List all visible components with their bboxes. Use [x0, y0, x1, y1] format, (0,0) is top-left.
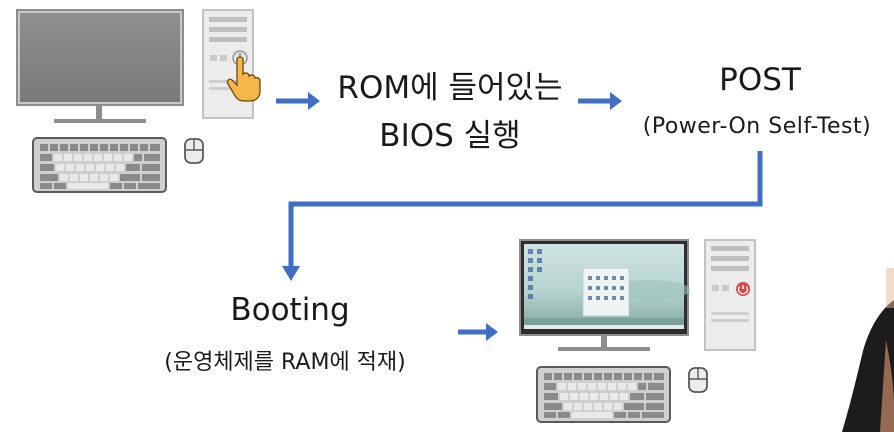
post-title: POST [719, 62, 801, 98]
arrow-to-booted-pc [458, 323, 498, 341]
monitor-off-icon [16, 9, 184, 123]
arrow-to-post [578, 92, 622, 110]
post-subtitle: (Power-On Self-Test) [642, 114, 872, 139]
hand-pointer-icon [226, 56, 261, 102]
rom-bios-line1: ROM에 들어있는 [337, 70, 563, 106]
pc-tower-icon [202, 9, 254, 119]
pc-tower-on-icon [704, 239, 756, 351]
arrow-post-to-booting [282, 151, 763, 281]
arrow-to-bios [276, 92, 320, 110]
booting-subtitle: (운영체제를 RAM에 적재) [164, 350, 406, 375]
monitor-on-icon [519, 239, 690, 351]
mouse-icon [184, 138, 204, 164]
presenter-figure [842, 268, 894, 432]
mouse-on-icon [688, 367, 708, 393]
keyboard-on-icon [536, 366, 671, 423]
booting-title: Booting [230, 292, 350, 328]
keyboard-icon [32, 137, 167, 193]
rom-bios-line2: BIOS 실행 [379, 118, 521, 154]
